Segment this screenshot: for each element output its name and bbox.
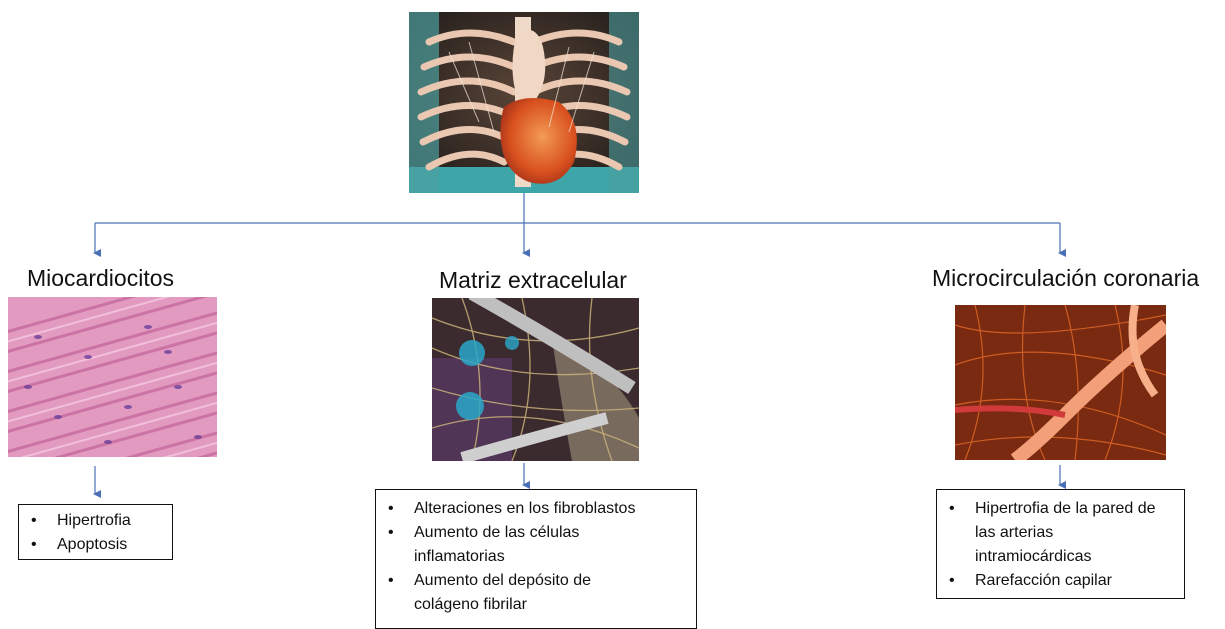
- list-box-miocardiocitos: Hipertrofia Apoptosis: [18, 504, 173, 560]
- coronary-microvasculature-image: [955, 305, 1166, 460]
- list-item: Alteraciones en los fibroblastos: [376, 497, 696, 521]
- extracellular-matrix-image: [432, 298, 639, 461]
- list-item: Hipertrofia de la pared de las arterias …: [937, 497, 1184, 569]
- title-microcirculacion-coronaria: Microcirculación coronaria: [932, 265, 1199, 292]
- title-miocardiocitos: Miocardiocitos: [27, 265, 174, 292]
- list-item: Aumento del depósito de colágeno fibrila…: [376, 569, 696, 617]
- list-box-matriz-extracelular: Alteraciones en los fibroblastos Aumento…: [375, 489, 697, 629]
- chest-ct-image: [409, 12, 639, 193]
- list-box-microcirculacion: Hipertrofia de la pared de las arterias …: [936, 489, 1185, 599]
- title-matriz-extracelular: Matriz extracelular: [439, 267, 627, 294]
- myocardium-histology-image: [8, 297, 217, 457]
- list-item: Rarefacción capilar: [937, 569, 1184, 593]
- list-item: Aumento de las células inflamatorias: [376, 521, 696, 569]
- list-item: Hipertrofia: [19, 509, 172, 533]
- list-item: Apoptosis: [19, 533, 172, 557]
